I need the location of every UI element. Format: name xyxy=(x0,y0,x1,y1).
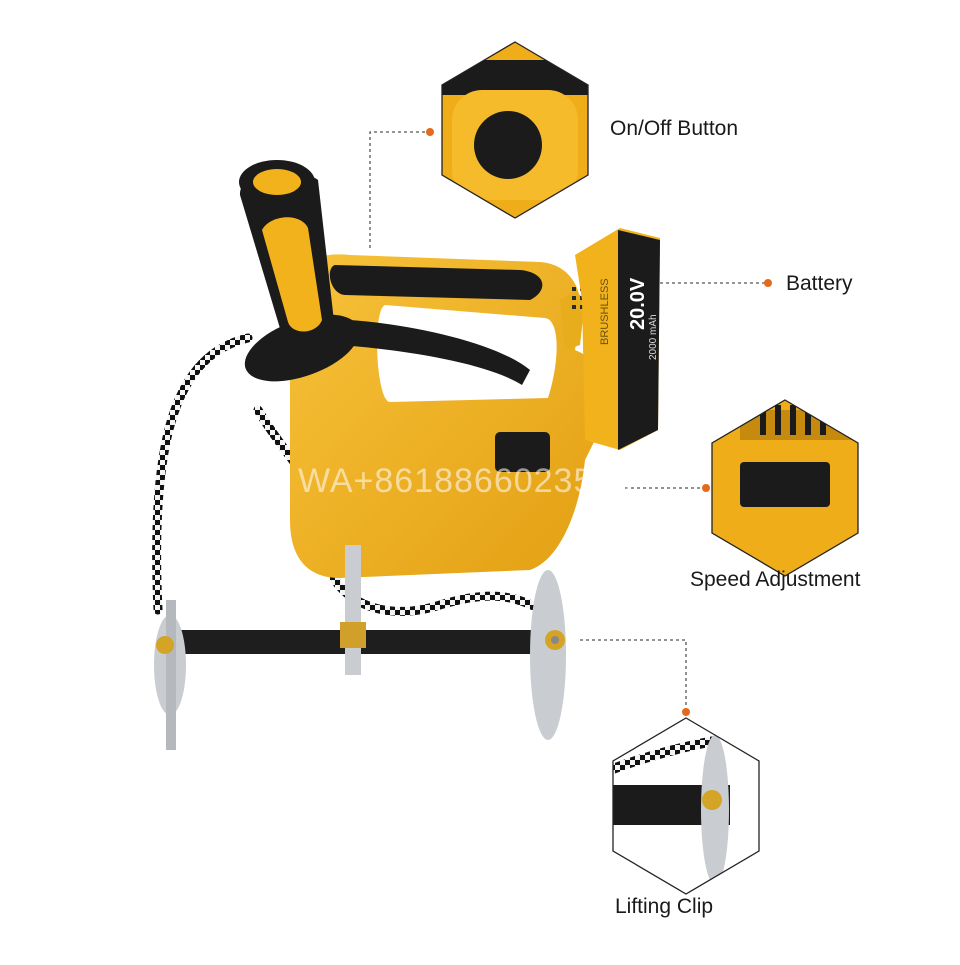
side-handle xyxy=(239,160,360,382)
label-speed-adjustment: Speed Adjustment xyxy=(690,568,861,591)
callout-lines xyxy=(369,131,768,712)
watermark-text: WA+8618866023528 xyxy=(298,462,634,500)
dot-battery xyxy=(764,279,772,287)
label-lifting-clip: Lifting Clip xyxy=(615,895,714,918)
detail-lifting xyxy=(612,717,760,895)
lifting-assembly xyxy=(154,545,566,750)
detail-onoff xyxy=(441,41,589,219)
label-battery: Battery xyxy=(786,272,853,295)
speed-dial-icon xyxy=(740,462,830,507)
dot-speed xyxy=(702,484,710,492)
label-on-off-button: On/Off Button xyxy=(610,117,739,140)
dot-onoff xyxy=(426,128,434,136)
brand-text: BRUSHLESS xyxy=(599,278,611,345)
tool-body xyxy=(290,254,607,578)
power-button-icon xyxy=(474,111,542,179)
battery-capacity-text: 2000 mAh xyxy=(648,314,659,360)
detail-speed xyxy=(711,399,859,577)
line-lifting xyxy=(580,639,687,712)
speed-dial-slot xyxy=(495,432,550,472)
dot-lifting xyxy=(682,708,690,716)
battery-pack: 20.0V 2000 mAh BRUSHLESS xyxy=(575,228,660,450)
line-onoff xyxy=(369,131,430,248)
callout-dots xyxy=(426,128,772,716)
battery-voltage-text: 20.0V xyxy=(627,277,649,330)
